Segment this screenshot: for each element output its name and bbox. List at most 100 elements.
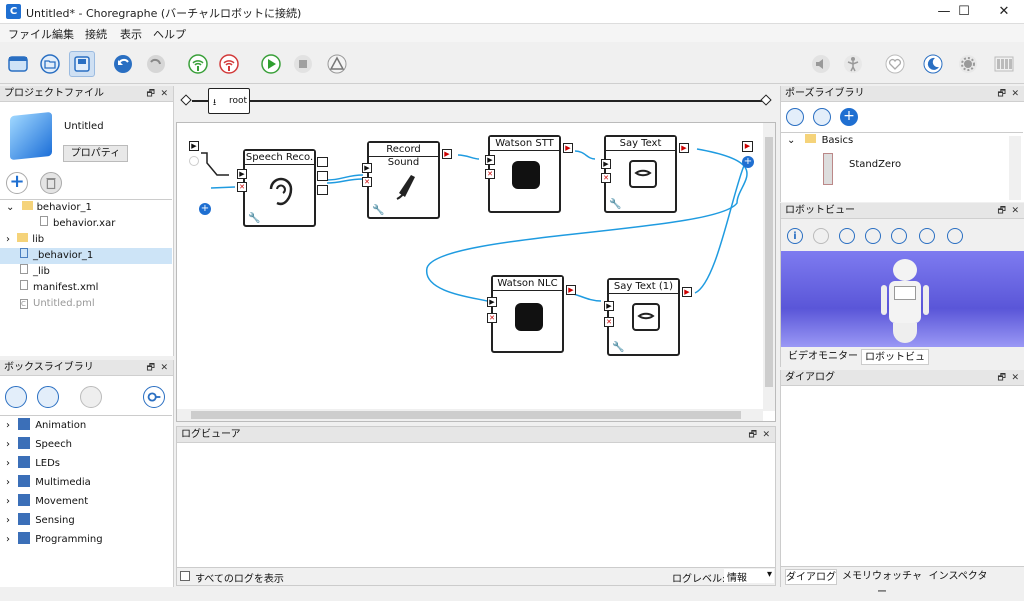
robot-viewport[interactable] (781, 251, 1024, 347)
animation-mode-button[interactable] (840, 51, 866, 77)
add-input-icon[interactable]: + (199, 203, 211, 215)
horizontal-scrollbar[interactable] (177, 409, 763, 421)
delete-button[interactable] (40, 172, 62, 194)
say1-onstart-port[interactable]: ▶ (604, 301, 614, 311)
menu-file[interactable]: ファイル (8, 28, 52, 41)
minimize-button[interactable]: — (937, 4, 951, 19)
record-sound-box[interactable]: Record Sound 🔧 (367, 141, 440, 219)
menu-help[interactable]: ヘルプ (153, 28, 186, 41)
open-library-icon[interactable] (37, 386, 59, 408)
tab-robot-view[interactable]: ロボットビュー (861, 349, 929, 379)
new-library-icon[interactable] (5, 386, 27, 408)
float-icon[interactable]: 🗗 (146, 363, 155, 373)
zoom-icon[interactable] (947, 228, 963, 244)
watson-nlc-box[interactable]: Watson NLC (491, 275, 564, 353)
search-icon[interactable] (143, 386, 165, 408)
tree-item-behavior_1[interactable]: ⌄ behavior_1 (6, 201, 92, 213)
close-icon[interactable]: ✕ (762, 430, 770, 440)
stop-button[interactable] (290, 51, 316, 77)
new-project-button[interactable] (5, 51, 31, 77)
scroll-thumb[interactable] (191, 411, 741, 419)
watson-stt-box[interactable]: Watson STT (488, 135, 561, 213)
vertical-scrollbar[interactable] (763, 123, 775, 411)
show-all-checkbox[interactable] (180, 571, 190, 581)
speech-out-port-3[interactable] (317, 185, 328, 195)
stt-onstart-port[interactable]: ▶ (485, 155, 495, 165)
info-icon[interactable]: i (787, 228, 803, 244)
record-out-port[interactable]: ▶ (442, 149, 452, 159)
speech-out-port-2[interactable] (317, 171, 328, 181)
view-option-icon[interactable] (919, 228, 935, 244)
main-input-port[interactable]: ▶ (189, 141, 199, 151)
flow-canvas[interactable]: ▶ + ▶ + Speech Reco. 🔧 ▶ ✕ Record Sound … (176, 122, 776, 422)
properties-button[interactable]: プロパティ (63, 145, 128, 162)
say-out-port[interactable]: ▶ (679, 143, 689, 153)
menu-connect[interactable]: 接続 (85, 28, 107, 41)
category-movement[interactable]: › Movement (6, 494, 89, 507)
save-pose-icon[interactable] (813, 108, 831, 126)
rest-button[interactable] (920, 51, 946, 77)
speech-reco-box[interactable]: Speech Reco. 🔧 (243, 149, 316, 227)
close-icon[interactable]: ✕ (1011, 373, 1019, 383)
settings-button[interactable] (955, 51, 981, 77)
play-button[interactable] (258, 51, 284, 77)
float-icon[interactable]: 🗗 (997, 89, 1006, 99)
tab-memory-watcher[interactable]: メモリウォッチャー (842, 571, 922, 598)
float-icon[interactable]: 🗗 (748, 430, 757, 440)
maximize-button[interactable]: ☐ (958, 4, 970, 19)
close-icon[interactable]: ✕ (1011, 206, 1019, 216)
add-output-icon[interactable]: + (742, 156, 754, 168)
record-onstart-port[interactable]: ▶ (362, 163, 372, 173)
autonomous-life-button[interactable] (882, 51, 908, 77)
speech-onstart-port[interactable]: ▶ (237, 169, 247, 179)
say-onstart-port[interactable]: ▶ (601, 159, 611, 169)
main-output-port[interactable]: ▶ (742, 141, 753, 152)
view-option-icon[interactable] (839, 228, 855, 244)
float-icon[interactable]: 🗗 (997, 373, 1006, 383)
volume-button[interactable] (808, 51, 834, 77)
open-project-button[interactable] (37, 51, 63, 77)
stt-onstop-port[interactable]: ✕ (485, 169, 495, 179)
record-onstop-port[interactable]: ✕ (362, 177, 372, 187)
tree-item-behavior-xar[interactable]: behavior.xar (0, 216, 172, 232)
add-icon[interactable]: + (6, 172, 28, 194)
tab-video-monitor[interactable]: ビデオモニター (788, 351, 858, 362)
link-icon[interactable] (813, 228, 829, 244)
say-onstop-port[interactable]: ✕ (601, 173, 611, 183)
stt-out-port[interactable]: ▶ (563, 143, 573, 153)
speech-onstop-port[interactable]: ✕ (237, 182, 247, 192)
undo-button[interactable] (110, 51, 136, 77)
library-options-icon[interactable] (80, 386, 102, 408)
open-pose-icon[interactable] (786, 108, 804, 126)
category-sensing[interactable]: › Sensing (6, 513, 75, 526)
tree-item-behavior-selected[interactable]: _behavior_1 (0, 248, 172, 264)
pose-scrollbar[interactable] (1009, 136, 1021, 200)
close-button[interactable]: ✕ (998, 4, 1010, 19)
tree-item-lib[interactable]: › lib (6, 233, 45, 245)
tab-dialog[interactable]: ダイアログ (785, 569, 837, 585)
say-text-1-box[interactable]: Say Text (1) 🔧 (607, 278, 680, 356)
category-leds[interactable]: › LEDs (6, 456, 60, 469)
float-icon[interactable]: 🗗 (146, 89, 155, 99)
view-option-icon[interactable] (865, 228, 881, 244)
tab-inspector[interactable]: インスペクタ (928, 571, 988, 582)
close-icon[interactable]: ✕ (160, 89, 168, 99)
menu-view[interactable]: 表示 (120, 28, 142, 41)
view-option-icon[interactable] (891, 228, 907, 244)
nlc-out-port[interactable]: ▶ (566, 285, 576, 295)
float-icon[interactable]: 🗗 (997, 206, 1006, 216)
speech-out-port[interactable] (317, 157, 328, 167)
connect-button[interactable] (185, 51, 211, 77)
save-project-button[interactable] (69, 51, 95, 77)
pose-folder-basics[interactable]: ⌄ Basics (787, 134, 854, 146)
scroll-thumb[interactable] (765, 137, 773, 387)
say1-onstop-port[interactable]: ✕ (604, 317, 614, 327)
close-icon[interactable]: ✕ (1011, 89, 1019, 99)
category-programming[interactable]: › Programming (6, 532, 103, 545)
say1-out-port[interactable]: ▶ (682, 287, 692, 297)
category-multimedia[interactable]: › Multimedia (6, 475, 91, 488)
category-speech[interactable]: › Speech (6, 437, 73, 450)
category-animation[interactable]: › Animation (6, 418, 87, 431)
root-node[interactable]: ⭳ root (208, 88, 250, 114)
